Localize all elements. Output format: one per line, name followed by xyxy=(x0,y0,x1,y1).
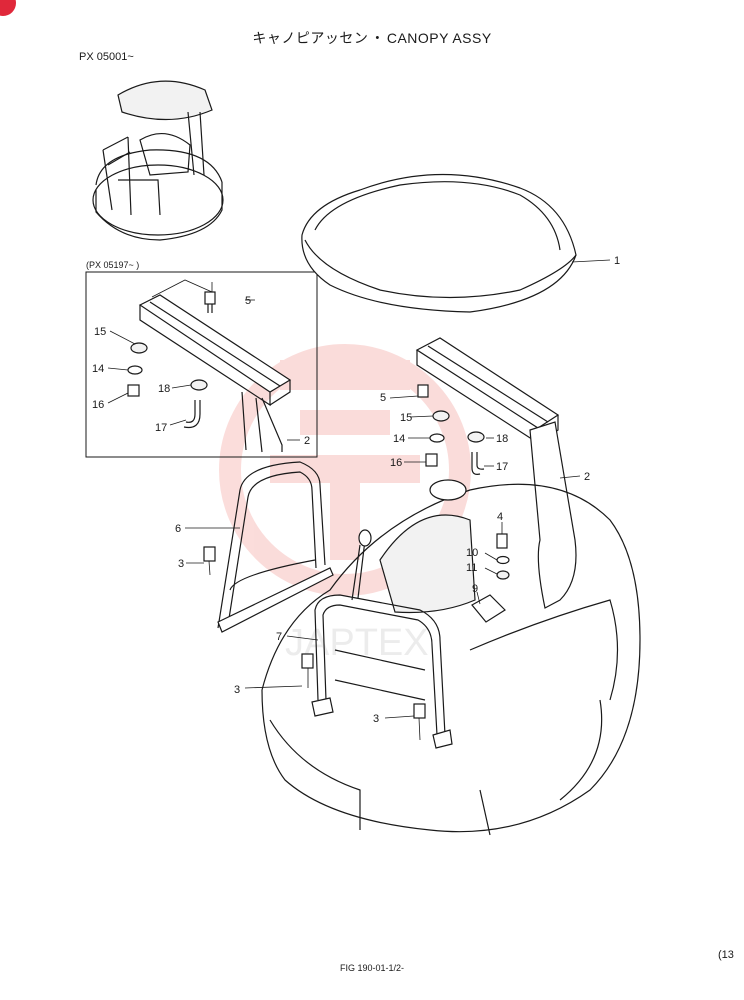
clamp-18-inset xyxy=(190,379,208,391)
clamp-18 xyxy=(467,431,485,443)
washer-11 xyxy=(496,570,510,580)
figure-number: FIG 190-01-1/2- xyxy=(339,963,405,973)
leader-lines xyxy=(107,259,611,719)
hardware-main xyxy=(203,384,510,741)
hook-17-inset xyxy=(185,400,196,423)
callout-14: 14 xyxy=(393,433,405,445)
callout-5-inset: 5 xyxy=(245,295,251,307)
callout-4: 4 xyxy=(497,511,503,523)
callout-11: 11 xyxy=(466,562,477,574)
title-english: CANOPY ASSY xyxy=(386,30,492,46)
nut-14 xyxy=(429,433,445,443)
corner-badge xyxy=(0,0,16,16)
callout-5: 5 xyxy=(380,392,386,404)
bolt-3b xyxy=(301,653,314,669)
callout-3c: 3 xyxy=(373,713,379,725)
callout-2-inset: 2 xyxy=(304,435,310,447)
washer-10 xyxy=(496,555,510,565)
inset-serial-label: (PX 05197~ ) xyxy=(86,260,139,270)
callout-18-inset: 18 xyxy=(158,383,170,395)
callout-7: 7 xyxy=(276,631,282,643)
title-separator: ・ xyxy=(370,30,385,46)
bracket-9 xyxy=(471,594,506,623)
hook-17 xyxy=(471,452,481,475)
canopy-post xyxy=(529,421,577,609)
washer-15-inset xyxy=(130,342,148,354)
callout-14-inset: 14 xyxy=(92,363,104,375)
bolt-4 xyxy=(496,533,508,549)
overview-machine-illustration xyxy=(92,80,224,241)
bolt-16-inset xyxy=(127,384,140,397)
callout-9: 9 xyxy=(472,583,478,595)
bolt-5-inset xyxy=(204,291,216,313)
machine-body xyxy=(261,479,641,836)
inset-detail-box: (PX 05197~ ) xyxy=(85,260,318,458)
bolt-3c xyxy=(413,703,426,719)
bolt-5 xyxy=(417,384,429,398)
watermark-logo: JAPTEX xyxy=(219,344,471,664)
callout-10: 10 xyxy=(466,547,478,559)
callout-3b: 3 xyxy=(234,684,240,696)
callout-16: 16 xyxy=(390,457,402,469)
bolt-3a xyxy=(203,546,216,562)
callout-2: 2 xyxy=(584,471,590,483)
side-guard-6 xyxy=(217,461,334,633)
callout-3a: 3 xyxy=(178,558,184,570)
washer-15 xyxy=(432,410,450,422)
title-japanese: キャノピアッセン xyxy=(252,30,369,46)
serial-range-label: PX 05001~ xyxy=(79,51,134,63)
callout-labels: 1 2 2 3 3 3 4 5 5 6 7 9 10 11 14 14 15 1… xyxy=(92,255,620,725)
callout-6: 6 xyxy=(175,523,181,535)
bolt-16 xyxy=(425,453,438,467)
callout-17-inset: 17 xyxy=(155,422,167,434)
front-guard-7 xyxy=(311,594,453,749)
nut-14-inset xyxy=(127,365,143,375)
callout-16-inset: 16 xyxy=(92,399,104,411)
callout-15: 15 xyxy=(400,412,412,424)
canopy-roof xyxy=(301,173,577,313)
callout-1: 1 xyxy=(614,255,620,267)
callout-18: 18 xyxy=(496,433,508,445)
callout-15-inset: 15 xyxy=(94,326,106,338)
page-number: (13 xyxy=(718,949,734,961)
callout-17: 17 xyxy=(496,461,508,473)
page-title: キャノピアッセン・CANOPY ASSY xyxy=(0,28,744,48)
